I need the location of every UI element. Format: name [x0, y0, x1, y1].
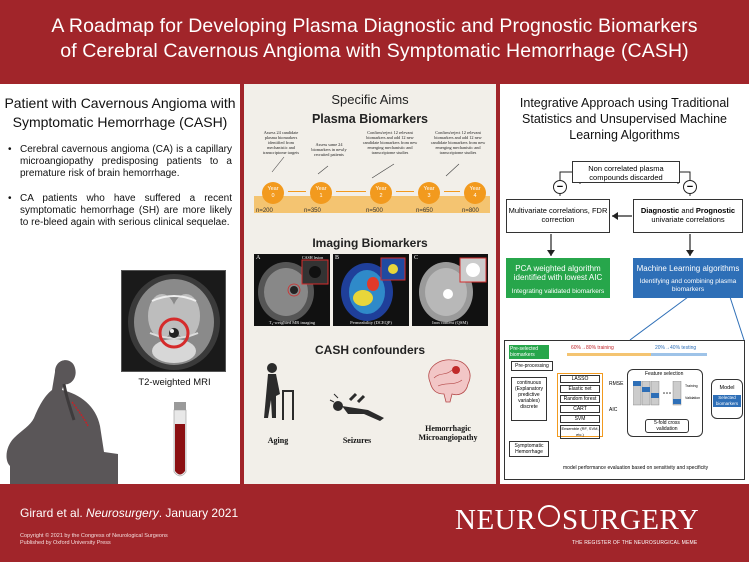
specific-aims-title: Specific Aims — [331, 92, 409, 107]
confounder-seizures: Seizures — [342, 436, 372, 445]
n-label: n=200 — [256, 208, 273, 214]
thinker-silhouette-icon — [6, 360, 118, 484]
method-cart: CART — [560, 405, 600, 413]
bullet-item: Cerebral cavernous angioma (CA) is a cap… — [8, 144, 232, 181]
aic-label: AIC — [609, 407, 618, 413]
method-ensemble: Ensemble (RF, SVM, etc.) — [560, 425, 600, 439]
mri-caption: T2-weighted MRI — [138, 377, 211, 388]
fold-blocks-icon — [633, 381, 682, 406]
training-legend: Training — [685, 384, 698, 388]
imaging-panel-c: C Iron content (QSM) — [412, 254, 488, 326]
testing-split: 20%→40% testing — [655, 345, 697, 351]
ml-algorithms-box: Machine Learning algorithms Identifying … — [633, 258, 743, 298]
header-banner: A Roadmap for Developing Plasma Diagnost… — [0, 0, 749, 80]
citation: Girard et al. Neurosurgery. January 2021 — [20, 506, 239, 520]
imaging-panel-b: B Permeability (DCEQP) — [333, 254, 409, 326]
method-lasso: LASSO — [560, 375, 600, 383]
imaging-biomarkers-title: Imaging Biomarkers — [312, 236, 428, 250]
plasma-biomarkers-title: Plasma Biomarkers — [311, 112, 429, 126]
confounder-aging: Aging — [267, 436, 289, 445]
cash-confounders-title: CASH confounders — [314, 343, 425, 357]
title-line-1: A Roadmap for Developing Plasma Diagnost… — [51, 15, 698, 37]
footer: Girard et al. Neurosurgery. January 2021… — [0, 490, 749, 562]
title-line-2: of Cerebral Cavernous Angioma with Sympt… — [60, 40, 689, 62]
blood-tube-icon — [173, 402, 187, 477]
patient-panel: Patient with Cavernous Angioma with Symp… — [0, 84, 240, 484]
logo-tagline: THE REGISTER OF THE NEUROSURGICAL MEME — [572, 540, 698, 546]
variables-box: continuous (Explanatory predictive varia… — [511, 377, 547, 421]
bullet-item: CA patients who have suffered a recent s… — [8, 193, 232, 230]
imaging-panels: A CASH lesion T₂-weighted MR imaging B P… — [254, 254, 488, 326]
eval-note: model performance evaluation based on se… — [563, 465, 709, 471]
footer-divider — [0, 484, 749, 490]
training-split: 60%→80% training — [571, 345, 614, 351]
cross-validation-box: 5-fold cross validation — [645, 419, 689, 433]
confounder-microangiopathy: Hemorrhagic Microangiopathy — [418, 424, 478, 442]
brain-microangiopathy-icon — [428, 359, 471, 403]
n-label: n=800 — [462, 208, 479, 214]
n-label: n=500 — [366, 208, 383, 214]
preselected-label: Pre-selected biomarkers — [509, 345, 549, 359]
rmse-label: RMSE — [609, 381, 624, 387]
minus-circle-left-icon: − — [553, 180, 567, 194]
method-elastic: Elastic net — [560, 385, 600, 393]
discarded-box: Non correlated plasma compounds discarde… — [572, 161, 680, 183]
integrative-approach-panel: Integrative Approach using Traditional S… — [500, 84, 749, 484]
flow-arrows — [547, 171, 745, 341]
specific-aims-panel: Specific Aims Plasma Biomarkers Assess 2… — [244, 84, 496, 484]
preprocessing-box: Pre-processing — [511, 361, 553, 371]
step-text-year0: Assess 24 candidate plasma biomarkers id… — [262, 130, 300, 155]
step-text-year1: Assess same 24 biomarkers in newly recru… — [311, 142, 347, 157]
validation-legend: Validation — [685, 396, 701, 400]
minus-circle-right-icon: − — [683, 180, 697, 194]
method-rf: Random forest — [560, 395, 600, 403]
feature-selection-label: Feature selection — [645, 371, 684, 377]
aging-person-icon — [264, 363, 294, 420]
mri-image — [121, 270, 226, 372]
copyright: Copyright © 2021 by the Congress of Neur… — [20, 533, 168, 546]
ml-pipeline-diagram: Pre-selected biomarkers 60%→80% training… — [504, 340, 745, 480]
patient-bullets: Cerebral cavernous angioma (CA) is a cap… — [8, 144, 232, 229]
symptomatic-box: Symptomatic Hemorrhage — [509, 441, 549, 457]
step-text-year4: Confirm/reject 12 relevant biomarkers an… — [430, 130, 486, 155]
model-label: Model — [719, 385, 735, 391]
selected-biomarkers-label: Selected biomarkers — [713, 395, 741, 407]
patient-panel-title: Patient with Cavernous Angioma with Symp… — [4, 95, 236, 130]
imaging-panel-a: A CASH lesion T₂-weighted MR imaging — [254, 254, 330, 326]
n-label: n=650 — [416, 208, 433, 214]
integrative-approach-title: Integrative Approach using Traditional S… — [519, 96, 730, 142]
multivariate-box: Multivariate correlations, FDR correctio… — [506, 199, 610, 233]
seizure-icon — [329, 392, 384, 421]
caduceus-icon — [537, 505, 560, 527]
n-label: n=350 — [304, 208, 321, 214]
method-svm: SVM — [560, 415, 600, 423]
step-text-year2: Confirm/reject 12 relevant biomarkers an… — [362, 130, 418, 155]
